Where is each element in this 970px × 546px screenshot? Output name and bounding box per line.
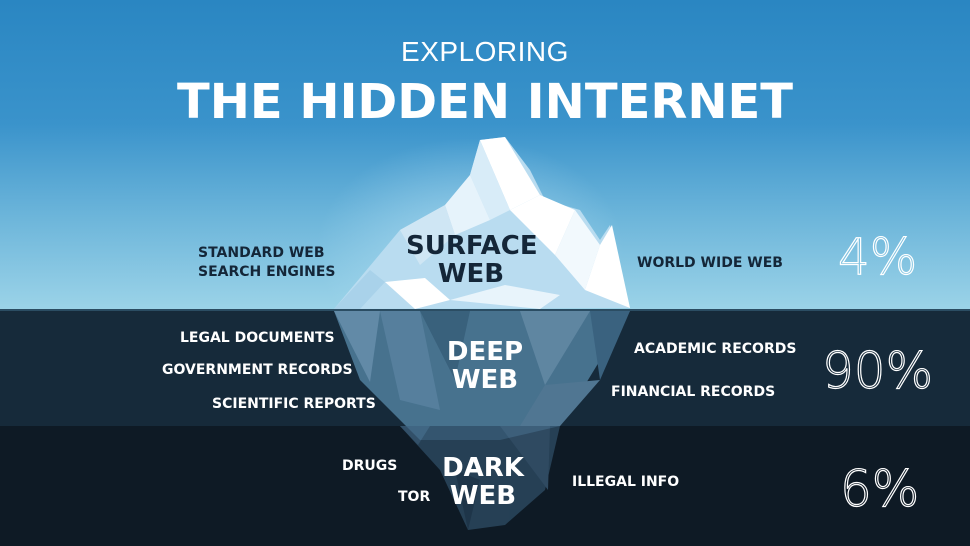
header-subtitle: EXPLORING — [401, 36, 569, 67]
header-title: THE HIDDEN INTERNET — [176, 74, 794, 130]
dark-item-illegal-info: ILLEGAL INFO — [572, 474, 680, 490]
deep-item-scientific-reports: SCIENTIFIC REPORTS — [212, 396, 376, 412]
dark-percent: 6% — [839, 459, 920, 518]
iceberg-dark-part — [400, 426, 560, 530]
dark-item-tor: TOR — [398, 489, 431, 505]
deep-web-label-line2: WEB — [451, 365, 519, 395]
deep-web-label-line1: DEEP — [446, 337, 524, 367]
surface-web-label-line2: WEB — [437, 259, 505, 289]
surface-item-search-engines: SEARCH ENGINES — [198, 264, 336, 280]
deep-item-academic-records: ACADEMIC RECORDS — [634, 341, 797, 357]
surface-item-standard-web: STANDARD WEB — [198, 245, 325, 261]
deep-percent: 90% — [821, 341, 934, 400]
surface-item-world-wide-web: WORLD WIDE WEB — [637, 255, 783, 271]
dark-web-label-line2: WEB — [449, 481, 517, 511]
deep-item-government-records: GOVERNMENT RECORDS — [162, 362, 353, 378]
dark-item-drugs: DRUGS — [342, 458, 398, 474]
deep-web-label: DEEP WEB — [440, 338, 530, 394]
surface-web-label: SURFACE WEB — [406, 231, 538, 289]
deep-item-legal-documents: LEGAL DOCUMENTS — [180, 330, 335, 346]
dark-web-label-line1: DARK — [442, 453, 524, 483]
iceberg-tip — [334, 137, 630, 309]
deep-item-financial-records: FINANCIAL RECORDS — [611, 384, 776, 400]
iceberg-deep-part — [334, 311, 630, 440]
surface-percent: 4% — [837, 227, 918, 286]
surface-web-label-line1: SURFACE — [406, 231, 538, 261]
dark-web-label: DARK WEB — [436, 454, 530, 510]
